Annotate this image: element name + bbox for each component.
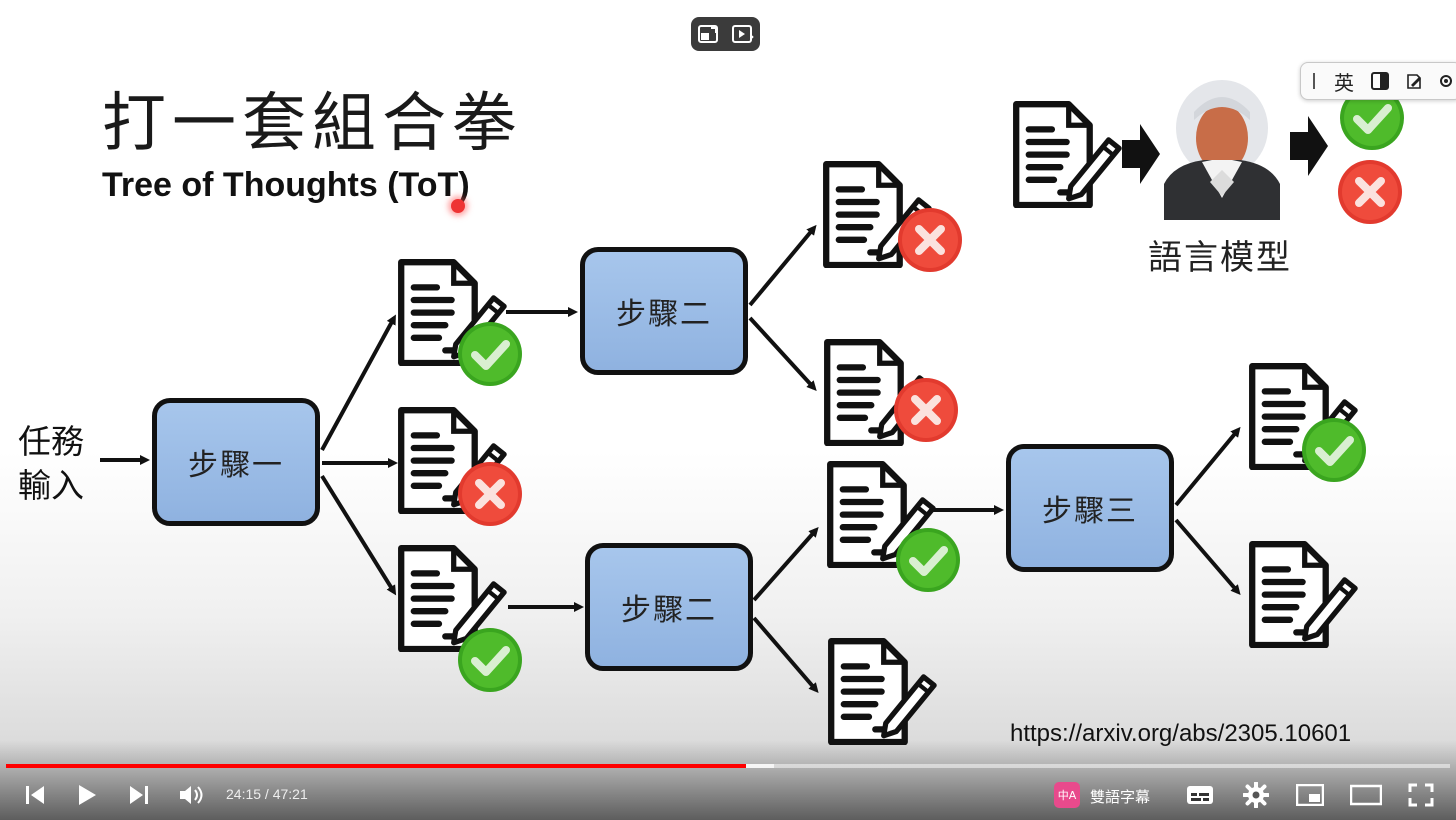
edit-translation-button[interactable] <box>1397 63 1431 99</box>
cross-icon <box>898 208 962 272</box>
video-effects-button[interactable] <box>726 17 760 51</box>
split-view-button[interactable] <box>1363 63 1397 99</box>
arrow-right-icon <box>1290 116 1328 176</box>
fullscreen-icon <box>1408 783 1434 807</box>
fullscreen-button[interactable] <box>1404 778 1438 812</box>
task-input-line2: 輸入 <box>18 466 84 505</box>
video-sparkle-icon <box>732 25 754 43</box>
previous-button[interactable] <box>20 778 50 812</box>
bilingual-subtitles-toggle[interactable]: 中A <box>1052 778 1082 812</box>
next-button[interactable] <box>124 778 154 812</box>
source-language-button[interactable]: 英 <box>1334 70 1354 95</box>
play-icon <box>79 785 96 805</box>
check-icon <box>1302 418 1366 482</box>
mute-button[interactable] <box>176 778 208 812</box>
step-two-box-upper: 步驟二 <box>580 247 748 375</box>
volume-icon <box>180 786 203 804</box>
player-controls-backdrop <box>0 740 1456 820</box>
cross-icon <box>1338 160 1402 224</box>
drag-handle[interactable] <box>1303 63 1325 99</box>
split-view-icon <box>1371 72 1389 90</box>
check-icon <box>458 628 522 692</box>
language-model-label: 語言模型 <box>1148 238 1292 278</box>
step-two-box-lower: 步驟二 <box>585 543 753 671</box>
played-progress <box>6 764 746 768</box>
seek-bar[interactable] <box>6 764 1450 768</box>
step-three-box: 步驟三 <box>1006 444 1174 572</box>
captions-button[interactable] <box>1184 778 1216 812</box>
theater-mode-button[interactable] <box>1348 778 1384 812</box>
picture-in-picture-icon <box>698 25 718 43</box>
captions-icon <box>1187 786 1213 804</box>
cross-icon <box>458 462 522 526</box>
slide-title: 打一套組合拳 <box>102 87 522 161</box>
check-icon <box>896 528 960 592</box>
slide-subtitle: Tree of Thoughts (ToT) <box>102 166 470 204</box>
settings-button[interactable] <box>1431 63 1456 99</box>
task-input-line1: 任務 <box>18 422 84 461</box>
miniplayer-icon <box>1296 784 1324 806</box>
top-overlay-controls <box>691 17 760 51</box>
theater-mode-icon <box>1350 784 1382 806</box>
edit-note-icon <box>1407 74 1421 89</box>
gear-icon <box>1243 782 1269 808</box>
settings-button[interactable] <box>1240 778 1272 812</box>
gear-icon <box>1440 75 1452 87</box>
laser-pointer <box>451 199 465 213</box>
translator-toolbar: 英 <box>1300 62 1456 100</box>
bilingual-subtitles-label[interactable]: 雙語字幕 <box>1090 788 1151 806</box>
exit-pip-button[interactable] <box>691 17 725 51</box>
cross-icon <box>894 378 958 442</box>
translate-icon: 中A <box>1054 782 1080 808</box>
time-display: 24:15 / 47:21 <box>226 786 308 802</box>
miniplayer-button[interactable] <box>1294 778 1326 812</box>
skip-next-icon <box>130 786 148 804</box>
step-one-box: 步驟一 <box>152 398 320 526</box>
skip-previous-icon <box>26 786 44 804</box>
judge-icon <box>1164 80 1280 220</box>
document-icon <box>1248 540 1358 648</box>
check-icon <box>458 322 522 386</box>
play-button[interactable] <box>72 778 102 812</box>
arrow-right-icon <box>1122 124 1160 184</box>
task-input-label: 任務 輸入 <box>18 420 84 508</box>
document-icon <box>827 637 937 745</box>
document-icon <box>1012 100 1122 208</box>
